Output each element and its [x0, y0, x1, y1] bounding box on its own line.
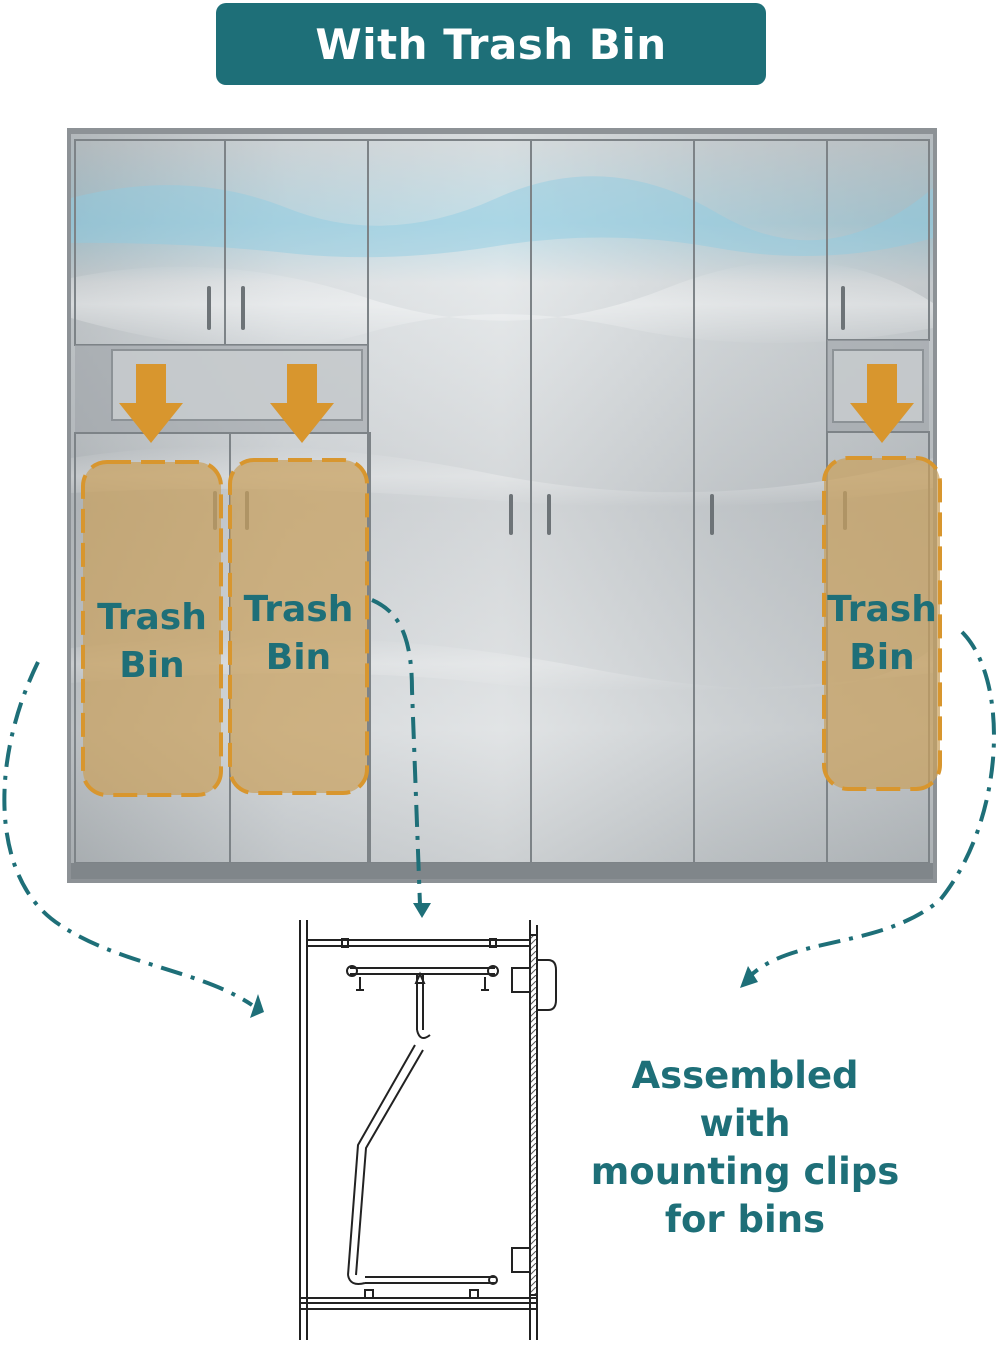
caption-line-1: Assembled	[631, 1054, 859, 1097]
bin-label-1: Trash Bin	[83, 594, 221, 690]
caption-line-2: with	[699, 1102, 791, 1145]
dash-dot-connector-center	[371, 598, 422, 906]
bin-label-2: Trash Bin	[230, 586, 367, 682]
trash-bin-highlight-2	[228, 458, 369, 795]
bin-label-2-line2: Bin	[265, 637, 332, 678]
bin-mount-drawing	[299, 920, 557, 1340]
title-banner: With Trash Bin	[216, 3, 766, 85]
bin-label-1-line1: Trash	[97, 597, 207, 638]
connector-arrowhead-left	[250, 994, 264, 1018]
arrow-down-icon	[119, 364, 183, 443]
arrow-down-icon	[270, 364, 334, 443]
bin-label-3: Trash Bin	[818, 586, 946, 682]
arrow-down-icon	[850, 364, 914, 443]
connector-arrowhead-center	[413, 903, 431, 918]
dash-dot-connector-left	[2, 661, 254, 1007]
bin-label-3-line1: Trash	[827, 589, 937, 630]
caption-line-4: for bins	[664, 1198, 826, 1241]
trash-bin-highlight-3	[822, 456, 942, 791]
bin-label-3-line2: Bin	[849, 637, 915, 678]
bin-label-1-line2: Bin	[119, 645, 185, 686]
page-title: With Trash Bin	[315, 19, 667, 69]
connector-arrowhead-right	[740, 966, 758, 988]
caption-line-3: mounting clips	[590, 1150, 900, 1193]
trash-bin-highlight-1	[81, 460, 223, 797]
assembly-caption: Assembled with mounting clips for bins	[585, 1052, 905, 1244]
bin-label-2-line1: Trash	[243, 589, 354, 630]
